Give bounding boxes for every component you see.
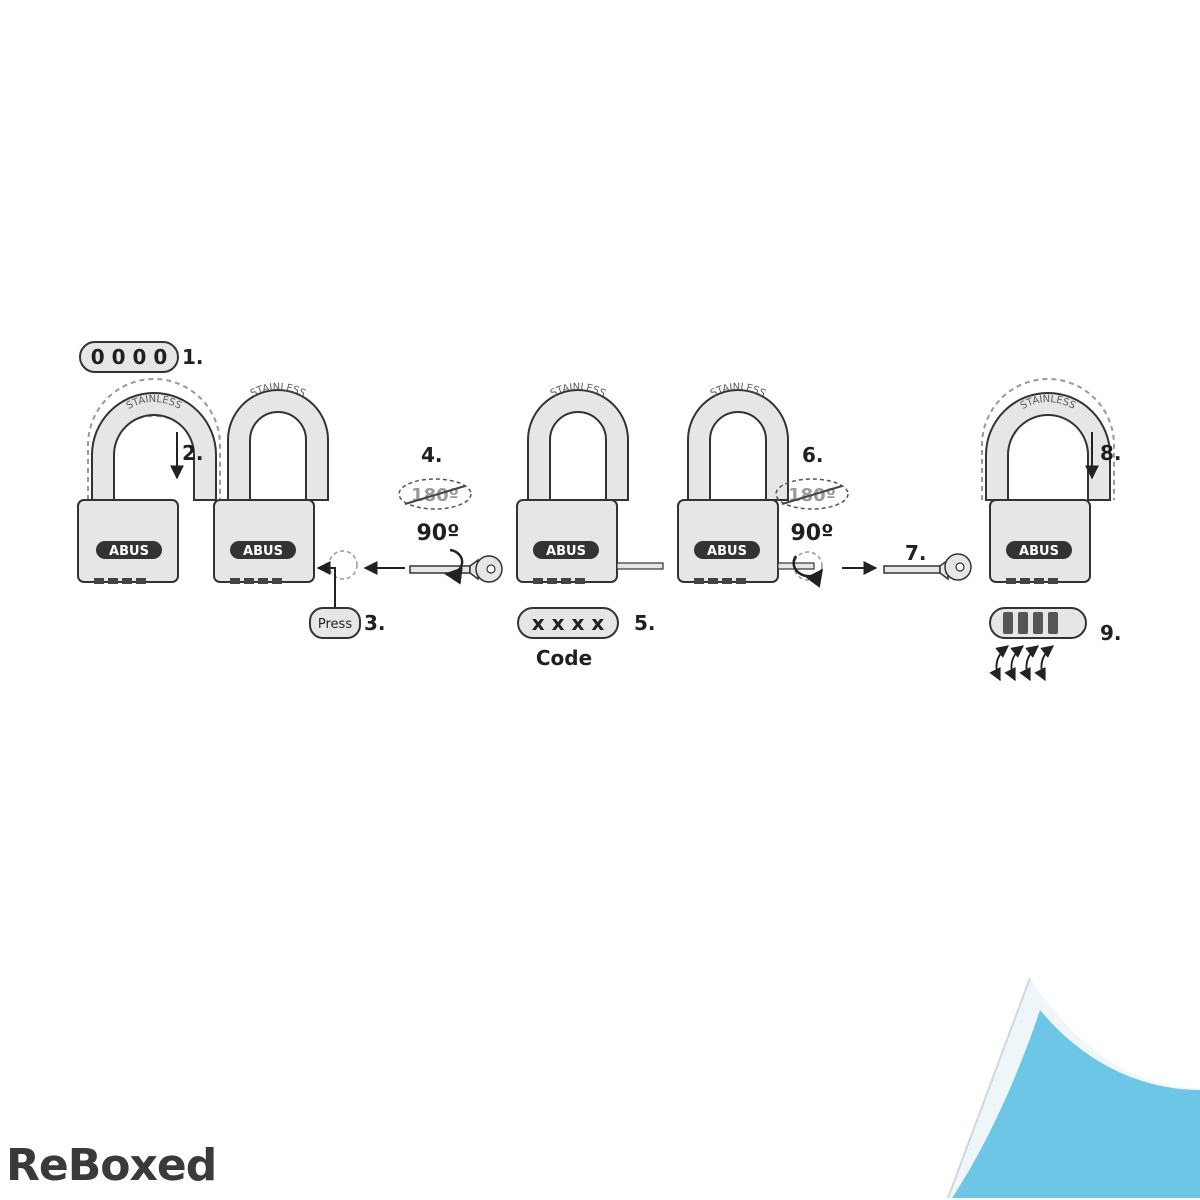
step9-scramble-dial: [989, 607, 1087, 682]
key-removed-icon: [883, 553, 972, 581]
page-curl-decoration: [947, 977, 1200, 1199]
step8-number: 8.: [1100, 441, 1122, 465]
key-icon: [409, 548, 503, 585]
step4-number: 4.: [421, 443, 443, 467]
padlock-step6: STAINLESS ABUS: [677, 382, 824, 588]
svg-text:STAINLESS: STAINLESS: [1019, 394, 1078, 412]
brand-logo: ABUS: [109, 544, 149, 559]
padlock-step3: STAINLESS ABUS: [213, 382, 329, 584]
padlock-step5: STAINLESS ABUS: [516, 382, 664, 584]
step9-number: 9.: [1100, 621, 1122, 645]
step5-dial: x x x x: [517, 607, 619, 639]
press-button-icon: Press: [309, 607, 361, 639]
angle-forbidden-step6: 180º: [775, 478, 849, 510]
padlock-step8: STAINLESS ABUS: [981, 378, 1115, 584]
svg-text:STAINLESS: STAINLESS: [709, 382, 767, 400]
svg-text:STAINLESS: STAINLESS: [549, 382, 607, 400]
step5-number: 5.: [634, 611, 656, 635]
svg-text:STAINLESS: STAINLESS: [249, 382, 307, 400]
svg-text:ABUS: ABUS: [707, 544, 747, 559]
angle-forbidden-step4: 180º: [398, 478, 472, 510]
dial-code-text: x x x x: [532, 611, 605, 635]
step1-number: 1.: [182, 345, 204, 369]
svg-text:ABUS: ABUS: [1019, 544, 1059, 559]
dial-default-text: 0 0 0 0: [91, 345, 168, 369]
arrow-press-pointer: [316, 561, 336, 612]
angle-ok-step6: 90º: [790, 521, 833, 546]
step3-number: 3.: [364, 611, 386, 635]
angle-ok-step4: 90º: [416, 521, 459, 546]
step1-dial: 0 0 0 0: [79, 341, 179, 373]
step7-number: 7.: [905, 541, 927, 565]
press-label: Press: [318, 617, 352, 632]
padlock-step2: STAINLESS ABUS: [77, 378, 221, 584]
code-label: Code: [536, 646, 592, 670]
release-hole-icon: [328, 550, 358, 580]
step6-number: 6.: [802, 443, 824, 467]
shackle-engraving: STAINLESS: [125, 394, 184, 412]
svg-text:ABUS: ABUS: [243, 544, 283, 559]
svg-text:ABUS: ABUS: [546, 544, 586, 559]
reboxed-logo: ReBoxed: [6, 1140, 217, 1191]
step2-number: 2.: [182, 441, 204, 465]
